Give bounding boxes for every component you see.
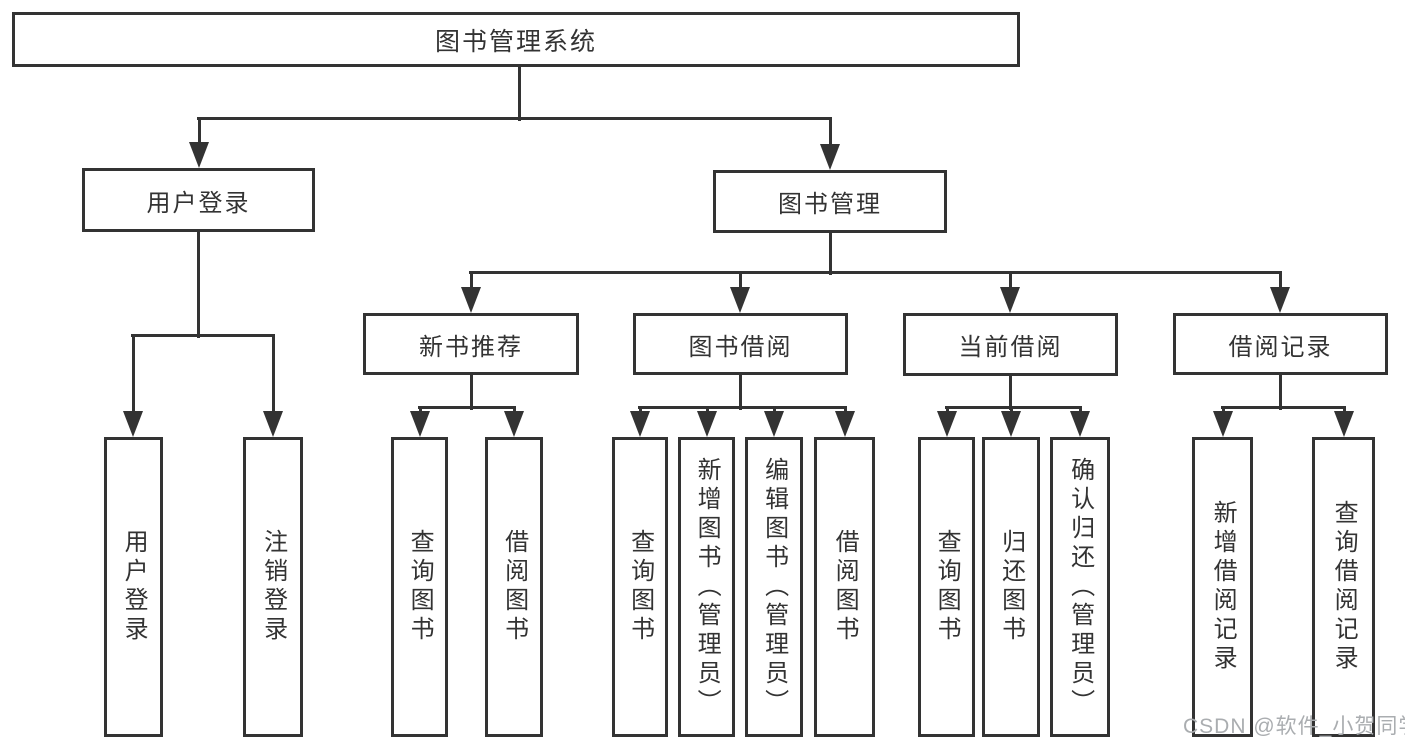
arrow-down-icon [1001, 411, 1021, 437]
node-label: 图书管理系统 [434, 27, 597, 56]
arrow-down-icon [697, 411, 717, 437]
arrow-down-icon [937, 411, 957, 437]
connector-hline [945, 405, 1082, 409]
leaf-label: 查询借阅记录 [1330, 500, 1358, 674]
leaf-logout: 注销登录 [243, 437, 303, 737]
arrow-down-icon [189, 142, 209, 168]
arrow-down-icon [764, 411, 784, 437]
leaf-label: 确认归还（管理员） [1066, 456, 1094, 718]
leaf-label: 查询图书 [406, 529, 434, 645]
connector-vline [517, 67, 521, 121]
arrow-down-icon [263, 411, 283, 437]
leaf-borrow-books: 借阅图书 [814, 437, 875, 737]
arrow-down-icon [1070, 411, 1090, 437]
arrow-down-icon [730, 287, 750, 313]
arrow-down-icon [1270, 287, 1290, 313]
leaf-confirm-return-admin: 确认归还（管理员） [1050, 437, 1110, 737]
connector-arrow-shaft [131, 335, 135, 415]
leaf-borrow-books: 借阅图书 [485, 437, 543, 737]
node-label: 当前借阅 [958, 334, 1063, 361]
node-label: 借阅记录 [1228, 333, 1333, 361]
leaf-label: 查询图书 [933, 529, 961, 645]
leaf-label: 归还图书 [997, 529, 1025, 645]
leaf-query-borrow-record: 查询借阅记录 [1312, 437, 1375, 737]
node-current-borrow: 当前借阅 [903, 313, 1118, 376]
arrow-down-icon [123, 411, 143, 437]
leaf-query-books: 查询图书 [918, 437, 975, 737]
arrow-down-icon [820, 144, 840, 170]
node-user-login: 用户登录 [82, 168, 315, 232]
connector-hline [1221, 405, 1346, 409]
connector-arrow-shaft [828, 118, 832, 148]
leaf-label: 借阅图书 [500, 529, 528, 645]
leaf-label: 查询图书 [626, 529, 654, 645]
connector-arrow-shaft [1278, 272, 1282, 291]
connector-vline [1008, 374, 1012, 410]
connector-hline [418, 405, 516, 409]
connector-arrow-shaft [1008, 272, 1012, 291]
leaf-query-books: 查询图书 [391, 437, 448, 737]
connector-arrow-shaft [738, 272, 742, 291]
connector-hline [197, 116, 832, 120]
leaf-return-books: 归还图书 [982, 437, 1040, 737]
leaf-label: 注销登录 [259, 529, 287, 645]
leaf-label: 编辑图书（管理员） [760, 456, 788, 718]
leaf-add-borrow-record: 新增借阅记录 [1192, 437, 1253, 737]
node-label: 图书管理 [778, 191, 882, 218]
arrow-down-icon [461, 287, 481, 313]
node-label: 新书推荐 [419, 333, 523, 361]
arrow-down-icon [630, 411, 650, 437]
connector-vline [469, 373, 473, 410]
arrow-down-icon [835, 411, 855, 437]
node-book-borrow: 图书借阅 [633, 313, 848, 375]
connector-vline [738, 373, 742, 410]
arrow-down-icon [504, 411, 524, 437]
leaf-user-login: 用户登录 [104, 437, 163, 737]
leaf-add-books-admin: 新增图书（管理员） [678, 437, 735, 737]
connector-arrow-shaft [197, 118, 201, 146]
arrow-down-icon [1334, 411, 1354, 437]
node-book-management: 图书管理 [713, 170, 947, 233]
connector-arrow-shaft [469, 272, 473, 291]
node-borrow-record: 借阅记录 [1173, 313, 1388, 375]
leaf-query-books: 查询图书 [612, 437, 668, 737]
leaf-label: 借阅图书 [831, 529, 859, 645]
arrow-down-icon [410, 411, 430, 437]
node-label: 图书借阅 [688, 333, 793, 361]
leaf-edit-books-admin: 编辑图书（管理员） [745, 437, 803, 737]
connector-arrow-shaft [271, 335, 275, 415]
node-new-book-recommend: 新书推荐 [363, 313, 579, 375]
csdn-watermark: CSDN @软件_小贺同学 [1183, 715, 1405, 738]
leaf-label: 新增图书（管理员） [693, 456, 721, 718]
leaf-label: 新增借阅记录 [1209, 500, 1237, 674]
arrow-down-icon [1213, 411, 1233, 437]
node-library-management-system: 图书管理系统 [12, 12, 1020, 67]
leaf-label: 用户登录 [120, 529, 148, 645]
node-label: 用户登录 [146, 189, 251, 217]
connector-vline [1278, 373, 1282, 410]
connector-vline [196, 230, 200, 338]
connector-vline [828, 233, 832, 275]
connector-hline [469, 270, 1282, 274]
arrow-down-icon [1000, 287, 1020, 313]
connector-hline [638, 405, 847, 409]
connector-hline [131, 333, 275, 337]
